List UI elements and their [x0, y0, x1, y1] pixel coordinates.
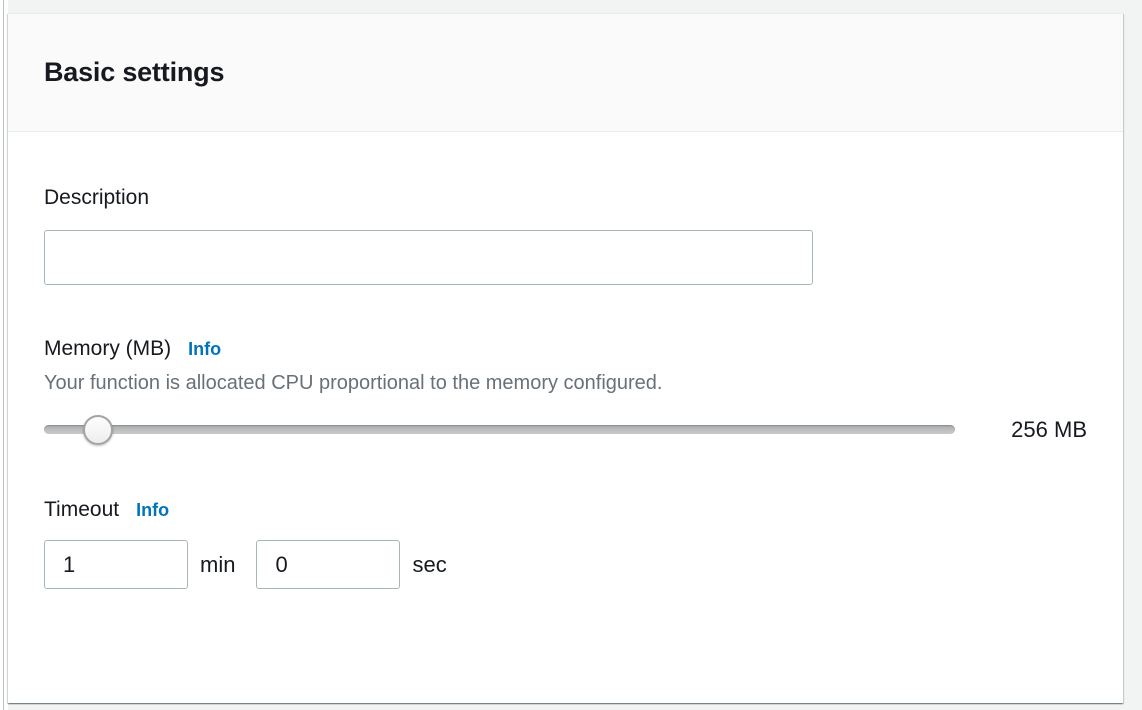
timeout-seconds-input[interactable] — [256, 540, 401, 589]
description-input[interactable] — [44, 230, 813, 285]
panel-edge-divider — [3, 0, 4, 710]
timeout-inputs-row: min sec — [44, 540, 1087, 589]
basic-settings-panel: Basic settings Description Memory (MB) I… — [8, 13, 1123, 703]
memory-info-link[interactable]: Info — [188, 339, 222, 359]
timeout-field: Timeout Info min sec — [44, 496, 1087, 589]
memory-slider-row: 256 MB — [44, 415, 1087, 445]
memory-slider-track[interactable] — [44, 425, 955, 434]
panel-title: Basic settings — [44, 57, 225, 87]
memory-value: 256 MB — [1011, 417, 1087, 442]
panel-header: Basic settings — [8, 14, 1123, 132]
memory-helper-text: Your function is allocated CPU proportio… — [44, 372, 663, 394]
description-label: Description — [44, 186, 150, 209]
timeout-minutes-input[interactable] — [44, 540, 188, 589]
memory-field: Memory (MB) Info Your function is alloca… — [44, 335, 1087, 445]
timeout-label-row: Timeout Info — [44, 496, 1087, 526]
timeout-info-link[interactable]: Info — [136, 500, 170, 520]
memory-slider[interactable] — [44, 415, 955, 445]
left-gutter — [0, 0, 8, 710]
timeout-label: Timeout — [44, 498, 120, 521]
description-field: Description — [44, 184, 1087, 285]
memory-slider-thumb[interactable] — [82, 415, 113, 445]
timeout-minutes-unit: min — [200, 551, 236, 577]
timeout-seconds-unit: sec — [412, 551, 447, 577]
panel-body: Description Memory (MB) Info Your functi… — [8, 132, 1123, 589]
memory-label: Memory (MB) — [44, 337, 172, 360]
memory-label-row: Memory (MB) Info — [44, 335, 1087, 365]
